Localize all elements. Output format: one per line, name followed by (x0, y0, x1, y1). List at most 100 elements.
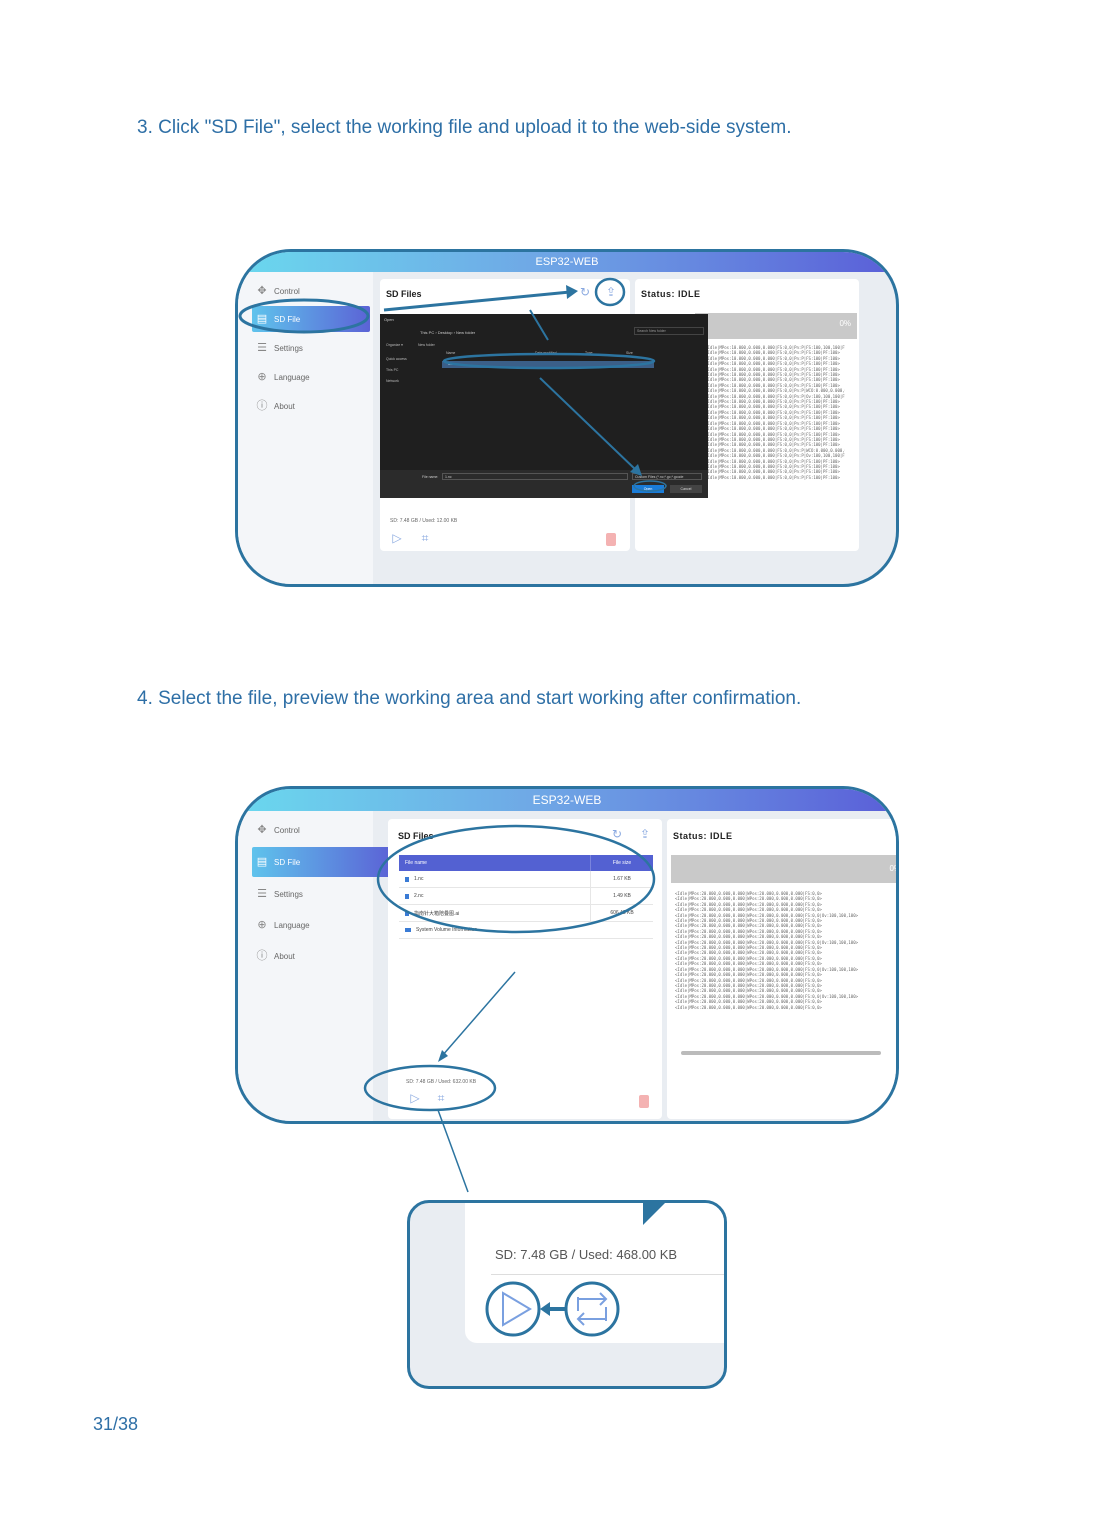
sidebar-network[interactable]: Network (386, 379, 399, 383)
page-number: 31/38 (93, 1414, 139, 1434)
console-line: <Idle|MPos:10.000,0.000,0.000|FS:0,0|Pn:… (705, 399, 840, 405)
console-line: <Idle|MPos:10.000,0.000,0.000|FS:0,0|Pn:… (705, 426, 840, 432)
arrow-to-open (539, 377, 637, 471)
horizontal-scrollbar[interactable] (681, 1051, 881, 1055)
play-icon[interactable]: ▷ (392, 531, 402, 545)
organize-button[interactable]: Organize ▾ (386, 343, 403, 347)
trash-icon[interactable] (606, 533, 616, 546)
dialog-title: Open (384, 317, 394, 322)
column-size[interactable]: Size (626, 351, 633, 355)
sidebar: ✥ Control ▤ SD File ☰ Settings ⊕ Languag… (238, 272, 373, 584)
frame-preview-icon (576, 1292, 608, 1326)
console-line: <Idle|MPos:20.000,0.000,0.000|WPos:20.00… (675, 939, 859, 945)
sidebar-item-language[interactable]: ⊕ Language (257, 371, 310, 383)
highlight-open-button (633, 480, 667, 492)
console-line: <Idle|MPos:10.000,0.000,0.000|FS:0,0|Pn:… (705, 458, 840, 464)
progress-percent: 0% (889, 864, 896, 873)
file-type-filter[interactable]: Custom Files (*.nc;*.gc;*.gcode (632, 473, 702, 480)
sidebar-item-settings[interactable]: ☰ Settings (257, 342, 303, 354)
divider (491, 1274, 724, 1275)
console-line: <Idle|MPos:20.000,0.000,0.000|WPos:20.00… (675, 1004, 822, 1010)
console-line: <Idle|MPos:20.000,0.000,0.000|WPos:20.00… (675, 918, 822, 924)
open-button[interactable]: Open (632, 485, 664, 493)
table-row[interactable]: System Volume Information (399, 922, 653, 939)
highlight-sd-file-ellipse (238, 298, 370, 334)
highlight-upload-circle (594, 277, 626, 307)
table-row[interactable]: 1.nc 1.67 KB (399, 871, 653, 888)
dialog-breadcrumb: This PC › Desktop › New folder (420, 330, 476, 335)
header-file-name[interactable]: File name (405, 860, 427, 866)
app-title-bar: ESP32-WEB (238, 252, 896, 272)
refresh-icon[interactable]: ↻ (579, 285, 591, 299)
column-type[interactable]: Type (585, 351, 593, 355)
console-line: <Idle|MPos:20.000,0.000,0.000|WPos:20.00… (675, 993, 859, 999)
console-line: <Idle|MPos:10.000,0.000,0.000|FS:0,0|Pn:… (705, 447, 845, 453)
sd-usage-info: SD: 7.48 GB / Used: 12.00 KB (390, 518, 458, 524)
new-folder-button[interactable]: New folder (418, 343, 435, 347)
sidebar-item-settings[interactable]: ☰ Settings (257, 888, 303, 900)
zoom-callout-line (437, 1109, 469, 1193)
file-name-input[interactable]: 1.nc (442, 473, 628, 480)
file-icon (405, 893, 409, 899)
highlight-file-row (442, 352, 656, 370)
sidebar-this-pc[interactable]: This PC (386, 368, 399, 372)
arrowhead-upload (566, 285, 578, 299)
file-icon (405, 910, 409, 916)
step-3-instruction: 3. Click "SD File", select the working f… (137, 117, 792, 138)
dialog-search-input[interactable]: Search New folder (634, 327, 704, 335)
console-line: <Idle|MPos:20.000,0.000,0.000|WPos:20.00… (675, 966, 859, 972)
screenshot-upload: ESP32-WEB ✥ Control ▤ SD File ☰ Settings… (235, 249, 899, 587)
console-line: <Idle|MPos:10.000,0.000,0.000|FS:0,0|Pn:… (705, 420, 840, 426)
console-line: <Idle|MPos:10.000,0.000,0.000|FS:0,0|Pn:… (705, 469, 840, 475)
console-line: <Idle|MPos:20.000,0.000,0.000|WPos:20.00… (675, 896, 822, 902)
console-line: <Idle|MPos:20.000,0.000,0.000|WPos:20.00… (675, 912, 859, 918)
console-line: <Idle|MPos:10.000,0.000,0.000|FS:0,0|Pn:… (705, 388, 845, 394)
sd-usage-info: SD: 7.48 GB / Used: 632.00 KB (406, 1079, 477, 1085)
console-line: <Idle|MPos:20.000,0.000,0.000|WPos:20.00… (675, 945, 822, 951)
zoom-panel: SD: 7.48 GB / Used: 468.00 KB (465, 1203, 724, 1343)
console-line: <Idle|MPos:10.000,0.000,0.000|FS:0,0|Pn:… (705, 355, 840, 361)
console-line: <Idle|MPos:10.000,0.000,0.000|FS:0,0|Pn:… (705, 377, 840, 383)
header-file-size[interactable]: File size (590, 855, 653, 871)
console-line: <Idle|MPos:20.000,0.000,0.000|WPos:20.00… (675, 901, 822, 907)
console-line: <Idle|MPos:10.000,0.000,0.000|FS:0,0|Pn:… (705, 453, 845, 459)
console-line: <Idle|MPos:10.000,0.000,0.000|FS:0,0|Pn:… (705, 345, 845, 350)
status-title: Status: IDLE (673, 831, 733, 841)
console-line: <Idle|MPos:10.000,0.000,0.000|FS:0,0|Pn:… (705, 393, 845, 399)
sidebar-item-control[interactable]: ✥ Control (257, 824, 300, 836)
trash-icon[interactable] (639, 1095, 649, 1108)
sidebar-item-sd-file[interactable]: ▤ SD File (252, 847, 390, 877)
progress-percent: 0% (839, 319, 851, 328)
console-line: <Idle|MPos:10.000,0.000,0.000|FS:0,0|Pn:… (705, 382, 840, 388)
sidebar-item-about[interactable]: ⓘ About (256, 400, 295, 412)
zoom-inset: SD: 7.48 GB / Used: 468.00 KB (407, 1200, 727, 1389)
arrow-upload-to-dialog (529, 309, 549, 341)
file-open-dialog: Open This PC › Desktop › New folder Sear… (380, 314, 708, 498)
play-icon[interactable]: ▷ (410, 1091, 420, 1105)
console-line: <Idle|MPos:20.000,0.000,0.000|WPos:20.00… (675, 955, 822, 961)
sidebar-item-language[interactable]: ⊕ Language (257, 919, 310, 931)
console-line: <Idle|MPos:10.000,0.000,0.000|FS:0,0|Pn:… (705, 372, 840, 378)
sidebar-item-control[interactable]: ✥ Control (257, 285, 300, 297)
console-line: <Idle|MPos:10.000,0.000,0.000|FS:0,0|Pn:… (705, 366, 840, 372)
file-name-label: File name: (422, 475, 439, 479)
sidebar-item-about[interactable]: ⓘ About (256, 950, 295, 962)
refresh-icon[interactable]: ↻ (611, 827, 623, 841)
upload-icon[interactable]: ⇪ (605, 285, 617, 299)
folder-icon (405, 928, 411, 932)
frame-preview-icon[interactable]: ⌗ (437, 1091, 445, 1105)
console-line: <Idle|MPos:20.000,0.000,0.000|WPos:20.00… (675, 988, 822, 994)
table-row[interactable]: 2.nc 1.49 KB (399, 888, 653, 905)
frame-preview-icon[interactable]: ⌗ (421, 531, 429, 545)
zoom-sd-usage-info: SD: 7.48 GB / Used: 468.00 KB (495, 1247, 678, 1262)
column-name[interactable]: Name (446, 351, 456, 355)
sidebar-quick-access[interactable]: Quick access (386, 357, 407, 361)
upload-icon[interactable]: ⇪ (639, 827, 651, 841)
console-line: <Idle|MPos:20.000,0.000,0.000|WPos:20.00… (675, 972, 822, 978)
arrow-to-sd-info (441, 971, 516, 1057)
cancel-button[interactable]: Cancel (670, 485, 702, 493)
console-line: <Idle|MPos:10.000,0.000,0.000|FS:0,0|Pn:… (705, 361, 840, 367)
screenshot-run: ESP32-WEB ✥ Control ▤ SD File ☰ Settings… (235, 786, 899, 1124)
console-line: <Idle|MPos:20.000,0.000,0.000|WPos:20.00… (675, 982, 822, 988)
